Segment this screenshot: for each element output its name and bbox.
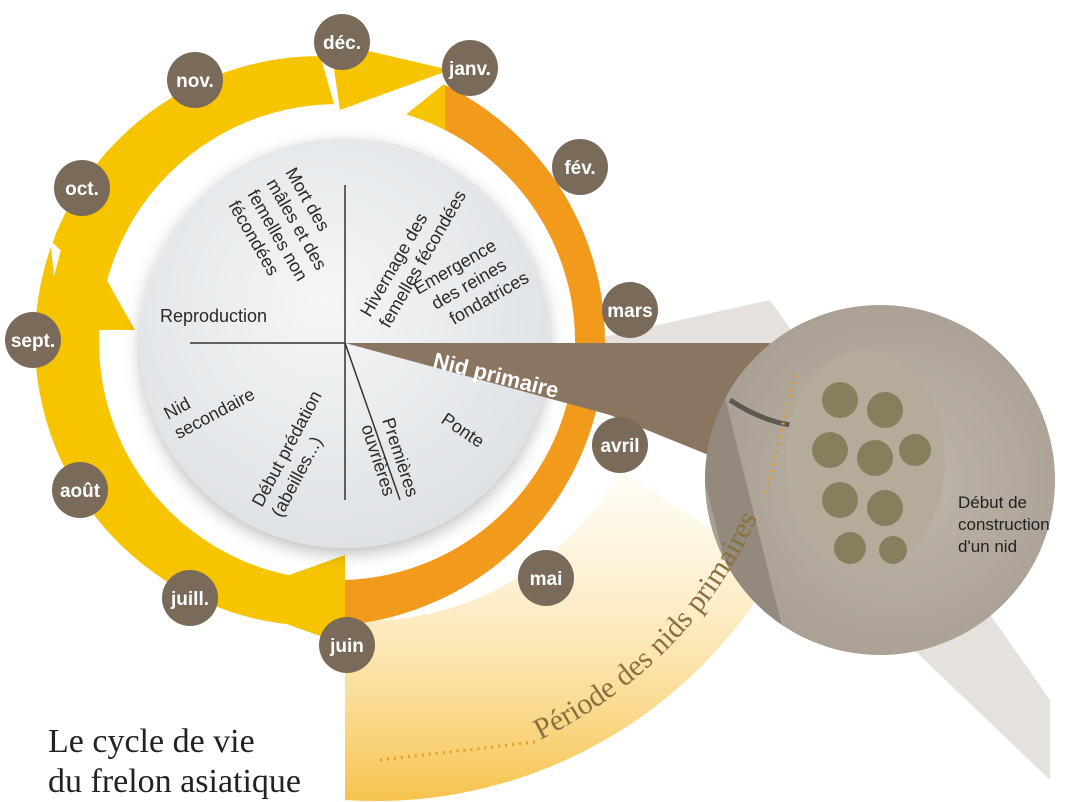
month-badges: déc. janv. fév. mars avril mai juin jui bbox=[5, 14, 658, 673]
svg-text:janv.: janv. bbox=[448, 59, 491, 80]
svg-text:oct.: oct. bbox=[65, 179, 99, 200]
svg-text:avril: avril bbox=[600, 436, 639, 457]
segment-reproduction: Reproduction bbox=[160, 306, 267, 326]
month-badge-avril: avril bbox=[592, 417, 648, 473]
nid-primaire-wedge bbox=[345, 343, 770, 480]
month-badge-sept: sept. bbox=[5, 312, 61, 368]
diagram-title: Le cycle de vie du frelon asiatique bbox=[48, 723, 301, 800]
period-dotted-line-right bbox=[763, 374, 797, 499]
month-ring bbox=[34, 42, 605, 645]
month-badge-nov: nov. bbox=[167, 52, 223, 108]
svg-text:juill.: juill. bbox=[170, 589, 209, 610]
svg-text:août: août bbox=[60, 481, 101, 502]
svg-text:mars: mars bbox=[607, 301, 652, 322]
month-badge-janv: janv. bbox=[442, 40, 498, 96]
svg-text:nov.: nov. bbox=[176, 71, 214, 92]
svg-text:sept.: sept. bbox=[11, 331, 55, 352]
svg-text:déc.: déc. bbox=[323, 33, 361, 54]
primary-nest-period-band bbox=[345, 470, 775, 802]
nest-caption: Début de construction d'un nid bbox=[958, 493, 1054, 556]
svg-text:juin: juin bbox=[329, 636, 364, 657]
period-dotted-line-left bbox=[379, 740, 536, 762]
nest-photo bbox=[705, 305, 1055, 655]
svg-text:fév.: fév. bbox=[564, 158, 595, 179]
month-badge-mars: mars bbox=[602, 282, 658, 338]
disc-dividers bbox=[190, 185, 401, 501]
svg-text:mai: mai bbox=[530, 569, 563, 590]
month-badge-juill: juill. bbox=[162, 570, 218, 626]
month-badge-dec: déc. bbox=[314, 14, 370, 70]
month-badge-mai: mai bbox=[518, 550, 574, 606]
month-badge-fev: fév. bbox=[552, 139, 608, 195]
month-badge-aout: août bbox=[52, 462, 108, 518]
month-badge-juin: juin bbox=[319, 617, 375, 673]
month-badge-oct: oct. bbox=[54, 160, 110, 216]
